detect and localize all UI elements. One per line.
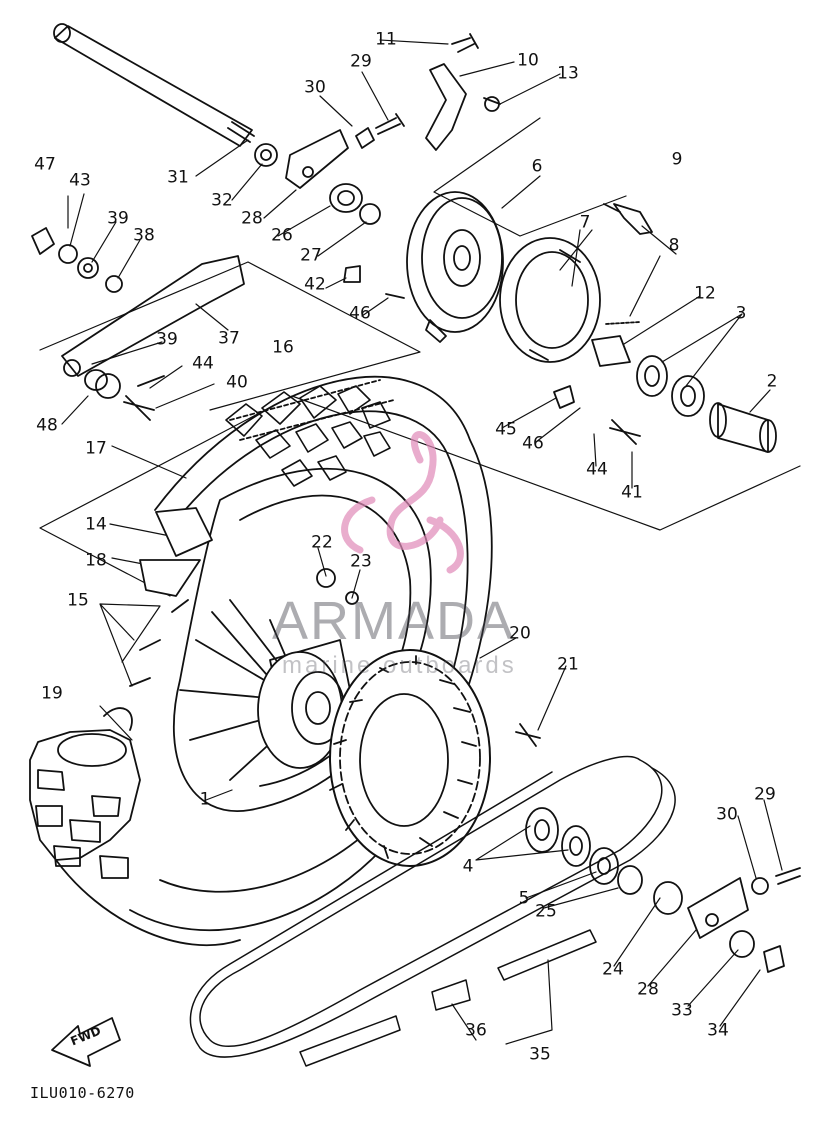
fwd-arrow-icon bbox=[51, 1017, 121, 1067]
callout-label: 15 bbox=[67, 590, 89, 611]
bearings-lower-right bbox=[525, 807, 801, 973]
callout-label: 33 bbox=[671, 1000, 693, 1021]
callout-label: 44 bbox=[586, 459, 608, 480]
callout-label: 10 bbox=[517, 50, 539, 71]
fwd-indicator: FWD bbox=[48, 1015, 122, 1063]
callout-label: 26 bbox=[271, 225, 293, 246]
callout-label: 14 bbox=[85, 514, 107, 535]
fwd-label: FWD bbox=[68, 1023, 103, 1049]
diagram-code: ILU010-6270 bbox=[30, 1084, 135, 1102]
drive-chain bbox=[189, 755, 676, 1067]
callout-label: 48 bbox=[36, 415, 58, 436]
callout-label: 34 bbox=[707, 1020, 729, 1041]
callout-label: 37 bbox=[218, 328, 240, 349]
sprocket-part bbox=[329, 649, 541, 867]
callout-label: 9 bbox=[671, 149, 683, 170]
rear-axle-part bbox=[53, 23, 255, 147]
wheel-assembly bbox=[129, 375, 493, 932]
callout-label: 22 bbox=[311, 532, 333, 553]
callout-label: 18 bbox=[85, 550, 107, 571]
callout-label: 20 bbox=[509, 623, 531, 644]
callout-label: 40 bbox=[226, 372, 248, 393]
callout-label: 12 bbox=[694, 283, 716, 304]
callout-label: 23 bbox=[350, 551, 372, 572]
small-parts-top bbox=[254, 33, 653, 367]
tire-tread-top bbox=[225, 385, 391, 487]
callout-label: 17 bbox=[85, 438, 107, 459]
callout-label: 32 bbox=[211, 190, 233, 211]
callout-label: 46 bbox=[522, 433, 544, 454]
callout-label: 11 bbox=[375, 29, 397, 50]
callout-label: 30 bbox=[716, 804, 738, 825]
callout-label: 5 bbox=[518, 888, 530, 909]
callout-label: 43 bbox=[69, 170, 91, 191]
watermark-logo-icon bbox=[341, 431, 464, 574]
bearings-right bbox=[553, 355, 777, 453]
callout-label: 25 bbox=[535, 901, 557, 922]
callout-label: 39 bbox=[107, 208, 129, 229]
callout-label: 45 bbox=[495, 419, 517, 440]
chain-puller-left bbox=[31, 227, 405, 421]
callout-label: 41 bbox=[621, 482, 643, 503]
callout-label: 19 bbox=[41, 683, 63, 704]
callout-label: 1 bbox=[199, 789, 211, 810]
callout-label: 38 bbox=[133, 225, 155, 246]
callout-label: 35 bbox=[529, 1044, 551, 1065]
callout-label: 42 bbox=[304, 274, 326, 295]
callout-label: 29 bbox=[350, 51, 372, 72]
callout-label: 36 bbox=[465, 1020, 487, 1041]
callout-label: 7 bbox=[579, 212, 591, 233]
watermark-subtitle: marine outboards bbox=[282, 652, 517, 679]
brake-shoes-part bbox=[499, 237, 601, 363]
watermark-brand: ARMADA bbox=[272, 591, 516, 651]
callout-label: 28 bbox=[637, 979, 659, 1000]
callout-label: 21 bbox=[557, 654, 579, 675]
callout-label: 27 bbox=[300, 245, 322, 266]
tire-section bbox=[29, 707, 241, 947]
callout-label: 16 bbox=[272, 337, 294, 358]
callout-label: 13 bbox=[557, 63, 579, 84]
callout-label: 46 bbox=[349, 303, 371, 324]
callout-label: 3 bbox=[735, 303, 747, 324]
callout-label: 31 bbox=[167, 167, 189, 188]
callout-label: 6 bbox=[531, 156, 543, 177]
callout-label: 47 bbox=[34, 154, 56, 175]
callout-label: 4 bbox=[462, 856, 474, 877]
callout-label: 44 bbox=[192, 353, 214, 374]
callout-label: 29 bbox=[754, 784, 776, 805]
callout-label: 30 bbox=[304, 77, 326, 98]
brake-plate-part bbox=[406, 191, 504, 343]
callout-label: 39 bbox=[156, 329, 178, 350]
callout-label: 24 bbox=[602, 959, 624, 980]
callout-label: 28 bbox=[241, 208, 263, 229]
callout-label: 2 bbox=[766, 371, 778, 392]
callout-label: 8 bbox=[668, 235, 680, 256]
